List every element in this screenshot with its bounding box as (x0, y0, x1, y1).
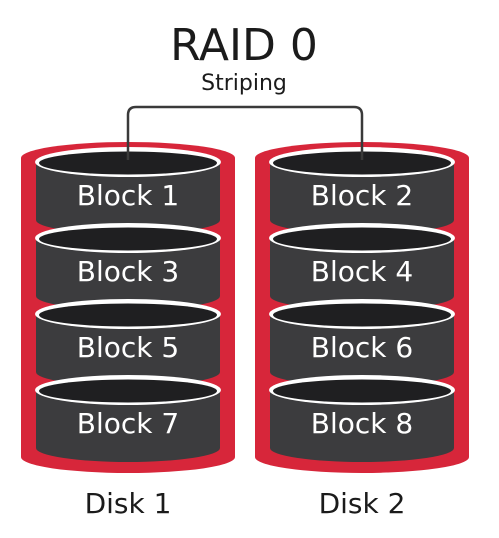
block-label-7: Block 6 (311, 331, 413, 364)
disk-1-stack: Block 1 Block 3 Block 5 Block 7 Disk 1 (21, 142, 235, 520)
block-cylinder: Block 3 (35, 223, 221, 310)
block-cylinder: Block 7 (35, 375, 221, 462)
block-cylinder: Block 6 (269, 299, 455, 386)
block-top-face (39, 379, 217, 403)
block-top-face (273, 151, 451, 175)
block-label-5: Block 2 (311, 179, 413, 212)
block-body (270, 314, 454, 386)
block-label-2: Block 3 (77, 255, 179, 288)
block-label-8: Block 8 (311, 407, 413, 440)
block-cylinder: Block 4 (269, 223, 455, 310)
disk-2-stack: Block 2 Block 4 Block 6 Block 8 Disk 2 (255, 142, 469, 520)
block-label-4: Block 7 (77, 407, 179, 440)
diagram-title: RAID 0 (170, 20, 318, 71)
block-label-1: Block 1 (77, 179, 179, 212)
block-label-6: Block 4 (311, 255, 413, 288)
block-body (270, 390, 454, 462)
block-top-face (273, 303, 451, 327)
block-cylinder: Block 2 (269, 147, 455, 234)
block-body (36, 390, 220, 462)
block-top-face (39, 151, 217, 175)
block-cylinder: Block 5 (35, 299, 221, 386)
disk-2-label: Disk 2 (319, 487, 406, 520)
block-top-face (39, 303, 217, 327)
block-top-face (273, 227, 451, 251)
striping-connector (126, 105, 364, 160)
block-body (270, 162, 454, 234)
block-body (36, 314, 220, 386)
disk-1-label: Disk 1 (85, 487, 172, 520)
block-cylinder: Block 8 (269, 375, 455, 462)
block-body (270, 238, 454, 310)
block-top-face (273, 379, 451, 403)
block-cylinder: Block 1 (35, 147, 221, 234)
block-body (36, 238, 220, 310)
block-label-3: Block 5 (77, 331, 179, 364)
block-body (36, 162, 220, 234)
block-top-face (39, 227, 217, 251)
diagram-subtitle: Striping (201, 71, 287, 96)
